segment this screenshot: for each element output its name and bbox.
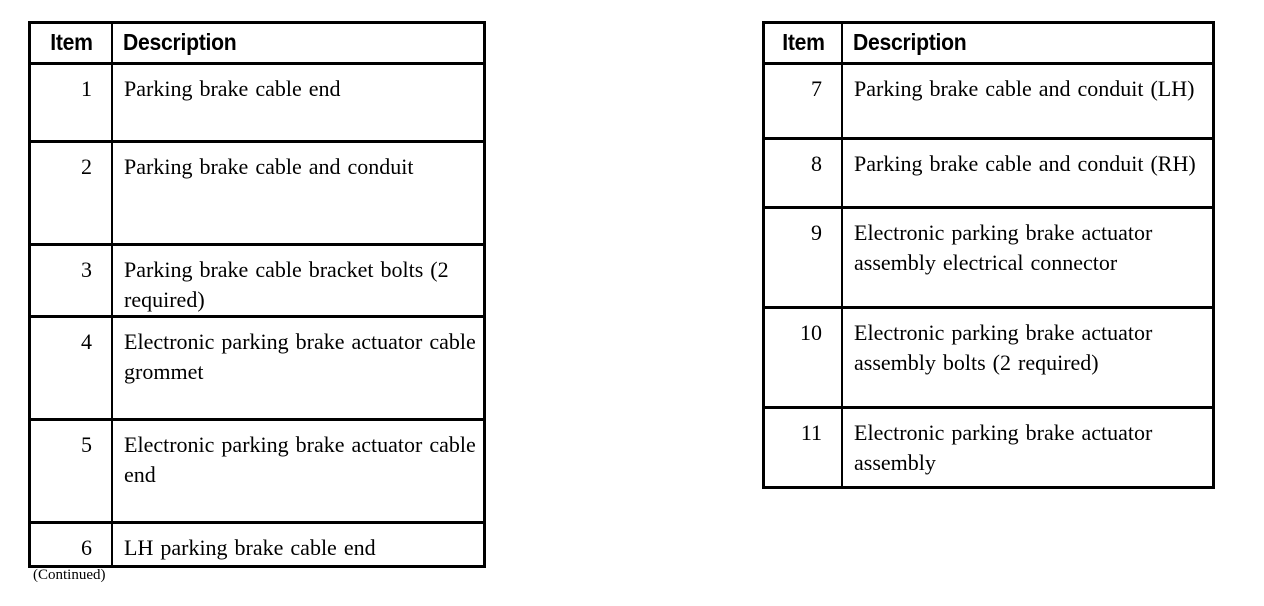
cell-item-number: 6 (29, 522, 114, 567)
parts-table-left: Item Description 1 Parking brake cable e… (28, 21, 486, 568)
parts-table-right: Item Description 7 Parking brake cable a… (762, 21, 1215, 489)
cell-item-description: Electronic parking brake actuator cable … (124, 329, 476, 384)
cell-item-description: Electronic parking brake actuator cable … (124, 432, 476, 487)
table-row: 3 Parking brake cable bracket bolts (2 r… (29, 244, 485, 317)
cell-item-description: LH parking brake cable end (124, 535, 376, 560)
table-row: 9 Electronic parking brake actuator asse… (763, 207, 1214, 308)
cell-item-description: Parking brake cable and conduit (RH) (854, 151, 1196, 176)
table-row: 4 Electronic parking brake actuator cabl… (29, 316, 485, 420)
table-body-right: 7 Parking brake cable and conduit (LH) 8… (763, 63, 1214, 488)
table-row: 8 Parking brake cable and conduit (RH) (763, 138, 1214, 208)
table-row: 1 Parking brake cable end (29, 63, 485, 142)
table-row: 11 Electronic parking brake actuator ass… (763, 407, 1214, 488)
table-row: 2 Parking brake cable and conduit (29, 141, 485, 245)
cell-item-number: 11 (763, 407, 844, 488)
column-header-item: Item (766, 22, 840, 65)
cell-item-description: Electronic parking brake actuator assemb… (854, 220, 1153, 275)
cell-item-number: 10 (763, 307, 844, 408)
table-row: 5 Electronic parking brake actuator cabl… (29, 419, 485, 523)
cell-item-number: 4 (29, 316, 114, 420)
table-header-row: Item Description (30, 22, 485, 65)
table-row: 6 LH parking brake cable end (29, 522, 485, 567)
column-header-description: Description (112, 22, 455, 65)
cell-item-number: 2 (29, 141, 114, 245)
cell-item-description: Electronic parking brake actuator assemb… (854, 420, 1153, 475)
column-header-item: Item (32, 22, 110, 65)
cell-item-number: 7 (763, 63, 844, 139)
table-body-left: 1 Parking brake cable end 2 Parking brak… (29, 63, 485, 567)
cell-item-description: Parking brake cable end (124, 76, 341, 101)
cell-item-description: Parking brake cable and conduit (124, 154, 414, 179)
table-header-left: Item Description (30, 22, 485, 65)
table-row: 7 Parking brake cable and conduit (LH) (763, 63, 1214, 139)
cell-item-number: 1 (29, 63, 114, 142)
cell-item-number: 3 (29, 244, 114, 317)
cell-item-description: Electronic parking brake actuator assemb… (854, 320, 1153, 375)
continued-label: (Continued) (33, 567, 106, 583)
column-header-description: Description (842, 22, 1184, 65)
cell-item-number: 5 (29, 419, 114, 523)
cell-item-description: Parking brake cable bracket bolts (2 req… (124, 257, 449, 312)
cell-item-description: Parking brake cable and conduit (LH) (854, 76, 1195, 101)
table-row: 10 Electronic parking brake actuator ass… (763, 307, 1214, 408)
cell-item-number: 9 (763, 207, 844, 308)
table-header-row: Item Description (764, 22, 1214, 65)
cell-item-number: 8 (763, 138, 844, 208)
table-header-right: Item Description (764, 22, 1214, 65)
